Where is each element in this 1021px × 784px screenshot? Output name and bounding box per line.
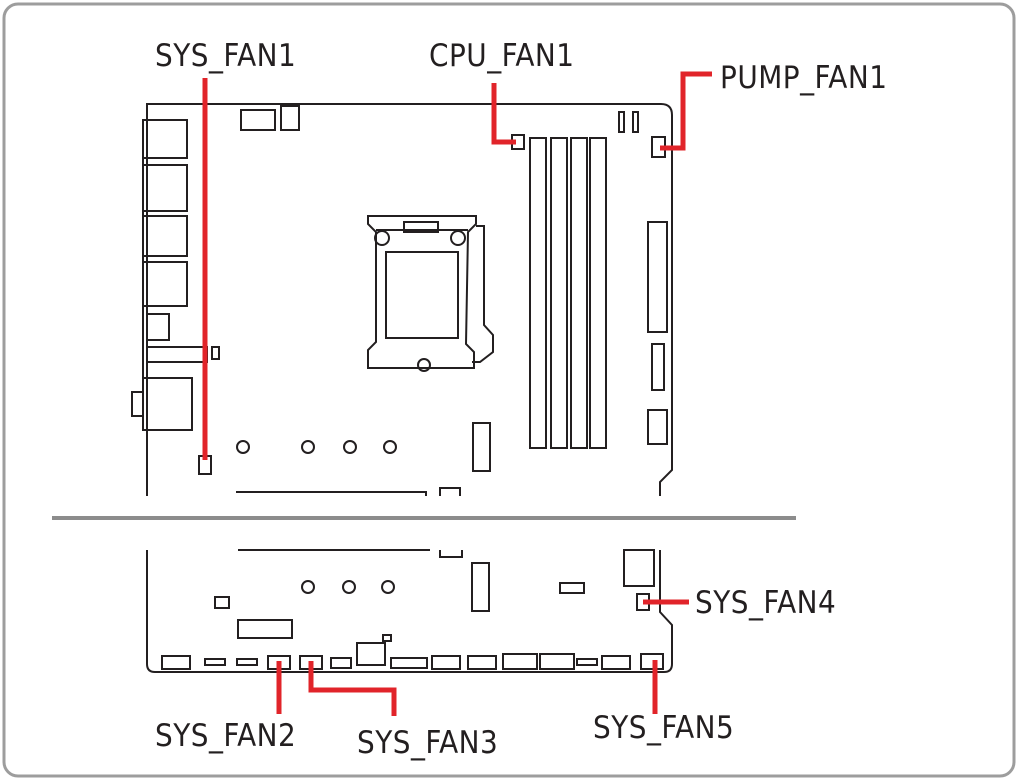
pcie-slot-top bbox=[236, 487, 461, 496]
standoff-hole bbox=[383, 440, 397, 454]
component-block bbox=[559, 582, 585, 594]
standoff-hole bbox=[342, 580, 356, 594]
callout-lines bbox=[202, 71, 712, 716]
rear-io-panel bbox=[131, 119, 220, 431]
component-block bbox=[647, 409, 668, 445]
component-block bbox=[623, 549, 655, 587]
component-block bbox=[237, 619, 293, 639]
atx-power-connector bbox=[647, 221, 668, 333]
standoff-hole bbox=[301, 580, 315, 594]
m2-slot bbox=[471, 562, 490, 612]
component-block bbox=[618, 111, 625, 133]
cpu-fan1-callout bbox=[491, 83, 516, 145]
component-block bbox=[280, 105, 300, 131]
sys-fan5-label: SYS_FAN5 bbox=[593, 710, 734, 746]
memory-slots bbox=[529, 137, 607, 449]
bottom-edge-headers bbox=[161, 653, 631, 670]
m2-slot bbox=[472, 422, 491, 472]
sys-fan4-label: SYS_FAN4 bbox=[695, 585, 836, 621]
standoff-hole bbox=[236, 440, 250, 454]
cpu-socket bbox=[367, 215, 494, 372]
pcie-slot-bottom bbox=[238, 549, 463, 558]
standoff-hole bbox=[381, 580, 395, 594]
standoff-hole bbox=[343, 440, 357, 454]
board-upper-section bbox=[131, 103, 673, 496]
component-block bbox=[651, 343, 665, 391]
sys-fan3-label: SYS_FAN3 bbox=[357, 725, 498, 761]
sys-fan5-header bbox=[640, 653, 664, 670]
component-block bbox=[356, 642, 386, 666]
pump-fan1-callout bbox=[660, 71, 712, 151]
standoff-hole bbox=[301, 440, 315, 454]
sys-fan1-label: SYS_FAN1 bbox=[155, 38, 296, 74]
sys-fan2-label: SYS_FAN2 bbox=[155, 718, 296, 754]
component-block bbox=[382, 634, 392, 642]
component-block bbox=[240, 109, 276, 131]
board-outline-lower bbox=[146, 550, 673, 673]
cpu-fan1-label: CPU_FAN1 bbox=[429, 38, 575, 74]
component-block bbox=[214, 596, 230, 609]
pump-fan1-label: PUMP_FAN1 bbox=[720, 60, 887, 96]
sys-fan3-callout bbox=[308, 661, 397, 716]
board-outline-upper bbox=[146, 103, 673, 496]
component-block bbox=[632, 111, 639, 133]
